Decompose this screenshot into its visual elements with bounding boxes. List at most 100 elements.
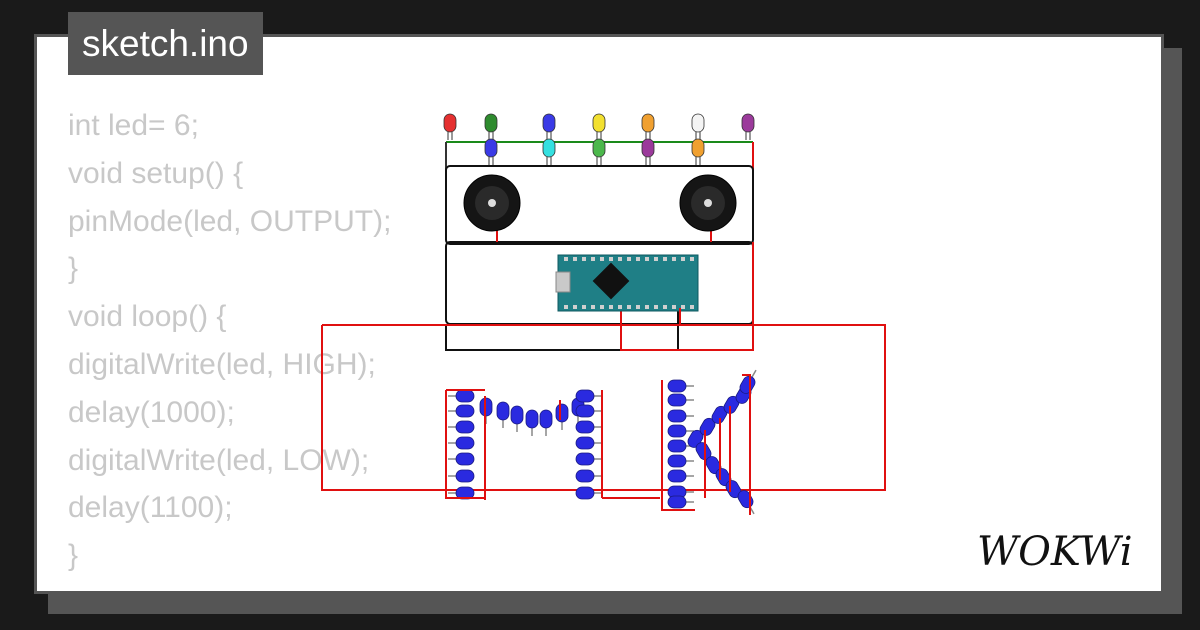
blue-led-icon xyxy=(667,454,694,468)
led-body xyxy=(455,420,475,434)
led-body xyxy=(510,405,524,425)
led-body xyxy=(539,409,553,429)
blue-led-icon xyxy=(575,452,602,466)
red-wire xyxy=(445,390,485,499)
pin xyxy=(645,305,649,309)
led-body xyxy=(455,389,475,403)
pin xyxy=(645,257,649,261)
pin xyxy=(663,305,667,309)
led-body xyxy=(575,486,595,500)
led-cyan-icon xyxy=(542,138,556,158)
blue-led-icon xyxy=(737,490,755,515)
blue-led-icon xyxy=(555,403,569,430)
arduino-nano-icon xyxy=(557,254,699,312)
code-line: delay(1100); xyxy=(68,491,233,525)
pin xyxy=(564,257,568,261)
led-orange-icon xyxy=(641,113,655,133)
code-line: digitalWrite(led, HIGH); xyxy=(68,347,376,381)
code-line: } xyxy=(68,252,79,286)
blue-led-icon xyxy=(448,469,475,483)
led-purple-icon xyxy=(741,113,755,133)
pin xyxy=(591,305,595,309)
pin xyxy=(663,257,667,261)
led-body xyxy=(455,436,475,450)
pin xyxy=(654,257,658,261)
chip-icon xyxy=(592,262,630,300)
pin xyxy=(582,305,586,309)
wokwi-logo: WOKWi xyxy=(977,529,1133,575)
led-body xyxy=(455,452,475,466)
blue-led-icon xyxy=(575,389,602,403)
led-body xyxy=(667,495,687,509)
led-body xyxy=(667,439,687,453)
pin xyxy=(618,257,622,261)
code-line: pinMode(led, OUTPUT); xyxy=(68,204,392,238)
led-purple-icon xyxy=(641,138,655,158)
buzzer-center xyxy=(704,199,712,207)
buzzer-center xyxy=(488,199,496,207)
blue-led-icon xyxy=(667,409,694,423)
led-body xyxy=(455,404,475,418)
blue-led-icon xyxy=(667,424,694,438)
pin xyxy=(636,305,640,309)
red-wire xyxy=(661,380,695,511)
blue-led-icon xyxy=(739,369,757,394)
blue-led-icon xyxy=(575,436,602,450)
led-green-icon xyxy=(484,113,498,133)
code-line: delay(1000); xyxy=(68,395,235,429)
pin xyxy=(582,257,586,261)
pin xyxy=(672,257,676,261)
code-line: int led= 6; xyxy=(68,109,199,142)
pin xyxy=(690,257,694,261)
pin xyxy=(564,305,568,309)
pin xyxy=(600,305,604,309)
wire-loop xyxy=(445,165,754,245)
red-wire xyxy=(742,374,751,515)
led-green-icon xyxy=(592,138,606,158)
pin xyxy=(654,305,658,309)
pin xyxy=(627,257,631,261)
led-orange-icon xyxy=(691,138,705,158)
led-yellow-icon xyxy=(592,113,606,133)
blue-led-icon xyxy=(539,409,553,436)
code-line: void setup() { xyxy=(68,156,244,190)
led-white-icon xyxy=(691,113,705,133)
pin xyxy=(609,305,613,309)
blue-led-icon xyxy=(448,389,475,403)
led-body xyxy=(575,389,595,403)
led-body xyxy=(575,420,595,434)
blue-led-icon xyxy=(448,420,475,434)
led-red-icon xyxy=(443,113,457,133)
code-editor: int led= 6; void setup() { pinMode(led, OU… xyxy=(68,102,391,580)
black-wire xyxy=(445,308,679,351)
blue-led-icon xyxy=(448,436,475,450)
pin xyxy=(672,305,676,309)
led-body xyxy=(667,454,687,468)
blue-led-icon xyxy=(667,495,694,509)
led-body xyxy=(555,403,569,423)
usb-port-icon xyxy=(555,271,571,293)
blue-led-icon xyxy=(575,469,602,483)
pin xyxy=(618,305,622,309)
pin xyxy=(573,257,577,261)
led-body xyxy=(496,401,510,421)
pin xyxy=(591,257,595,261)
led-body xyxy=(575,436,595,450)
led-body xyxy=(667,409,687,423)
blue-led-icon xyxy=(667,393,694,407)
blue-led-icon xyxy=(448,452,475,466)
led-body xyxy=(667,424,687,438)
file-tab[interactable]: sketch.ino xyxy=(68,12,263,75)
code-line: digitalWrite(led, LOW); xyxy=(68,443,370,477)
blue-led-icon xyxy=(525,409,539,436)
blue-led-icon xyxy=(496,401,510,428)
blue-led-icon xyxy=(667,469,694,483)
led-body xyxy=(667,393,687,407)
pin xyxy=(600,257,604,261)
pin xyxy=(573,305,577,309)
led-body xyxy=(575,469,595,483)
wokwi-logo-text: WOKWi xyxy=(977,529,1133,575)
led-body xyxy=(525,409,539,429)
led-body xyxy=(667,379,687,393)
led-blue-icon xyxy=(484,138,498,158)
